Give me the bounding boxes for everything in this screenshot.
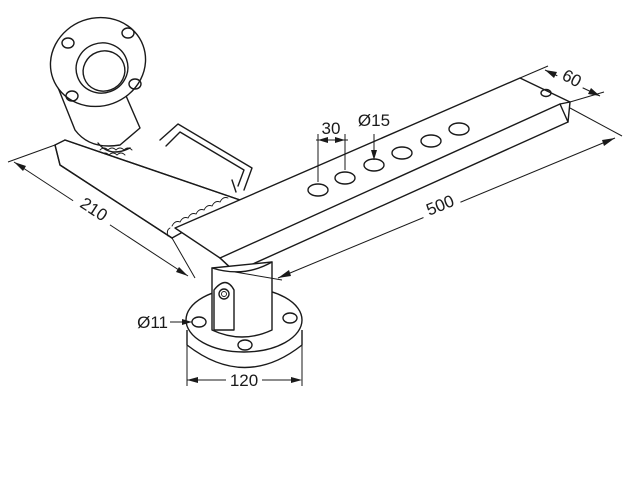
top-mount-flange — [49, 16, 147, 156]
dimension-500: 500 — [234, 107, 623, 281]
dimension-30: 30 — [316, 119, 348, 182]
dimension-120: 120 — [186, 336, 303, 390]
dimension-label-30: 30 — [322, 119, 341, 138]
arm-end-hole — [540, 88, 552, 98]
base-flange — [185, 261, 303, 369]
arm-hole — [391, 146, 413, 160]
dimension-dia15: Ø15 — [358, 111, 390, 160]
dimension-dia11: Ø11 — [137, 313, 192, 332]
dimension-210: 210 — [7, 144, 196, 279]
arm-hole — [448, 122, 470, 136]
arm-hole — [307, 183, 329, 197]
handle-bracket — [159, 123, 253, 193]
dimension-label-dia15: Ø15 — [358, 111, 390, 130]
dimension-label-120: 120 — [230, 371, 258, 390]
arm-hole — [420, 134, 442, 148]
dimension-label-dia11: Ø11 — [137, 313, 168, 332]
arm-hole — [334, 171, 356, 185]
long-arm — [174, 77, 571, 273]
